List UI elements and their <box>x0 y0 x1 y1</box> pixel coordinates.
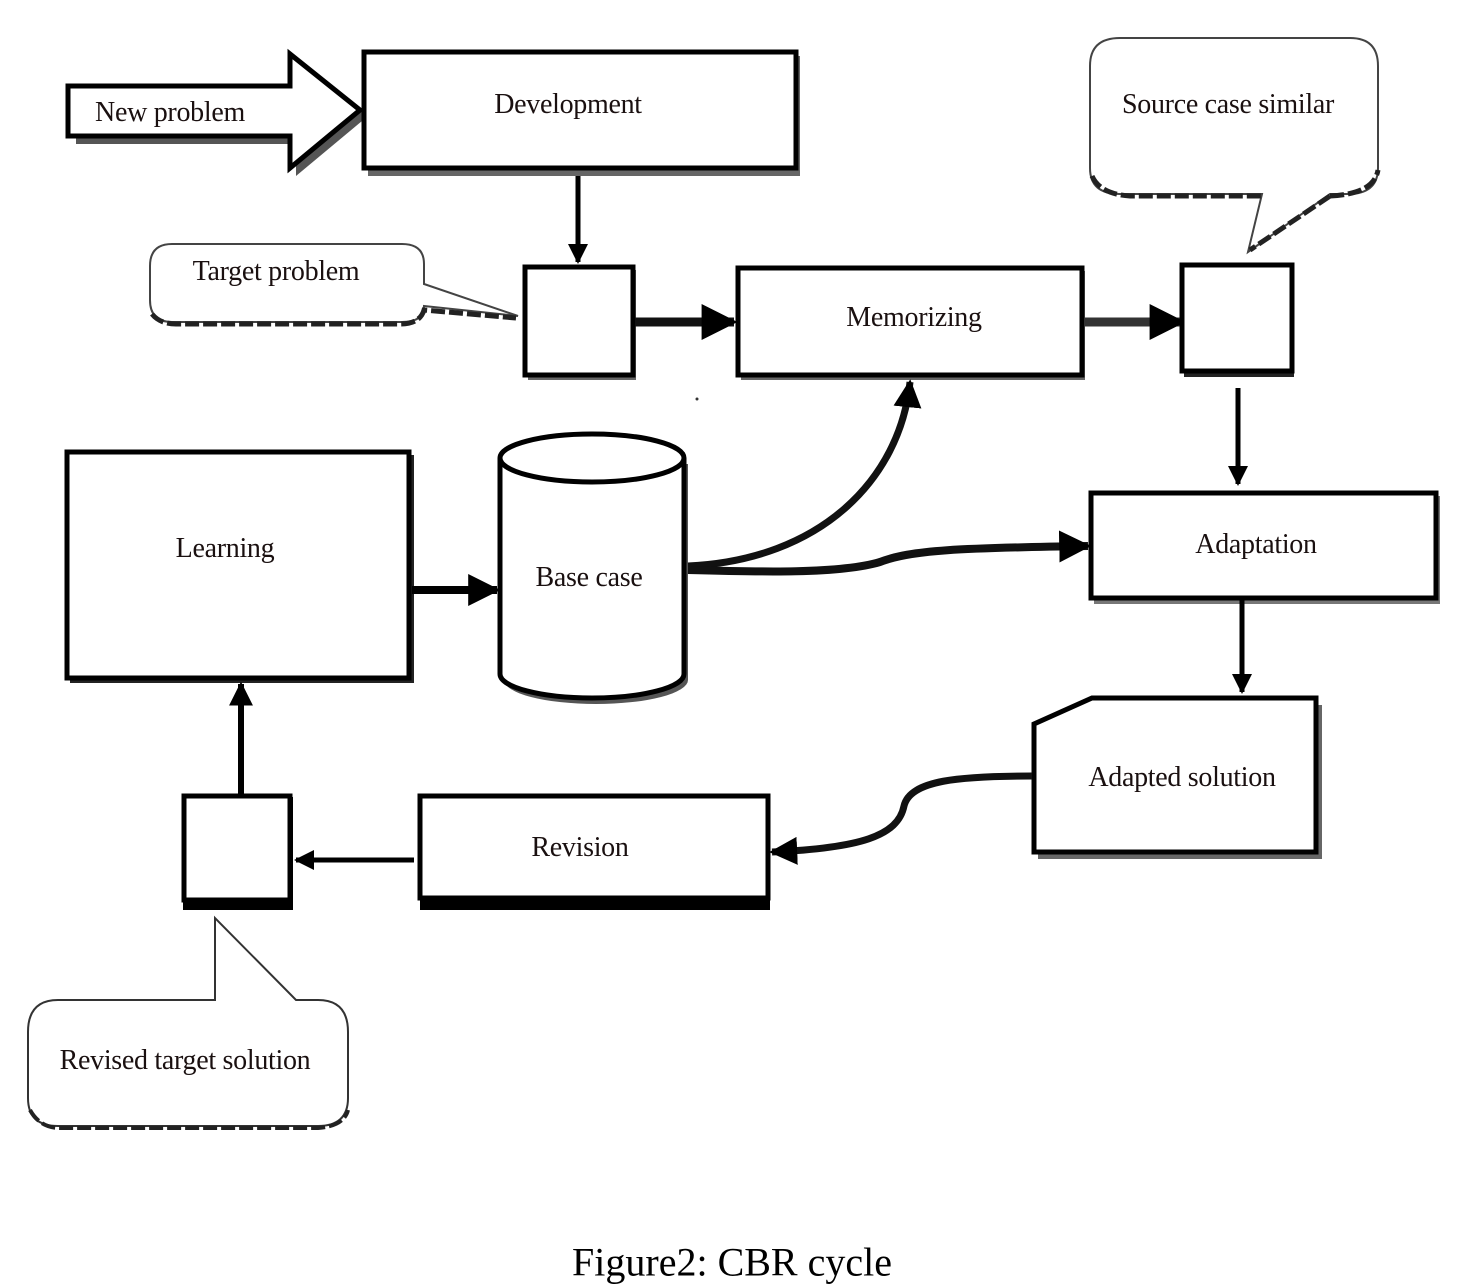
base-case-cylinder <box>497 431 688 704</box>
revised-target-solution-callout <box>27 915 350 1130</box>
new-problem-label: New problem <box>95 97 245 128</box>
revision-box <box>417 793 771 910</box>
target-problem-callout <box>149 243 519 327</box>
memorizing-box <box>735 265 1085 380</box>
source-case-similar-label: Source case similar <box>1122 89 1334 120</box>
new-problem-arrow <box>65 48 368 176</box>
revision-label: Revision <box>531 832 629 863</box>
adapted-solution-card <box>1031 695 1322 859</box>
development-label: Development <box>494 89 642 120</box>
development-box <box>361 49 800 176</box>
learning-label: Learning <box>175 533 275 564</box>
arrow-adapted-solution-to-revision <box>769 772 1033 865</box>
adapted-solution-label: Adapted solution <box>1088 762 1276 793</box>
adaptation-label: Adaptation <box>1195 529 1317 560</box>
arrow-base-case-to-memorizing <box>687 379 922 570</box>
revised-solution-box <box>181 793 293 910</box>
source-case-similar-callout <box>1089 37 1381 255</box>
arrow-base-case-to-adaptation <box>687 530 1092 576</box>
source-case-box <box>1179 262 1295 377</box>
target-problem-label: Target problem <box>192 256 360 287</box>
base-case-label: Base case <box>535 562 643 593</box>
adaptation-box <box>1088 490 1440 604</box>
target-problem-box <box>522 264 636 380</box>
learning-box <box>64 449 414 683</box>
figure-caption: Figure2: CBR cycle <box>572 1239 892 1285</box>
revised-target-solution-label: Revised target solution <box>59 1045 311 1076</box>
stray-dot <box>695 397 699 401</box>
memorizing-label: Memorizing <box>846 302 982 333</box>
